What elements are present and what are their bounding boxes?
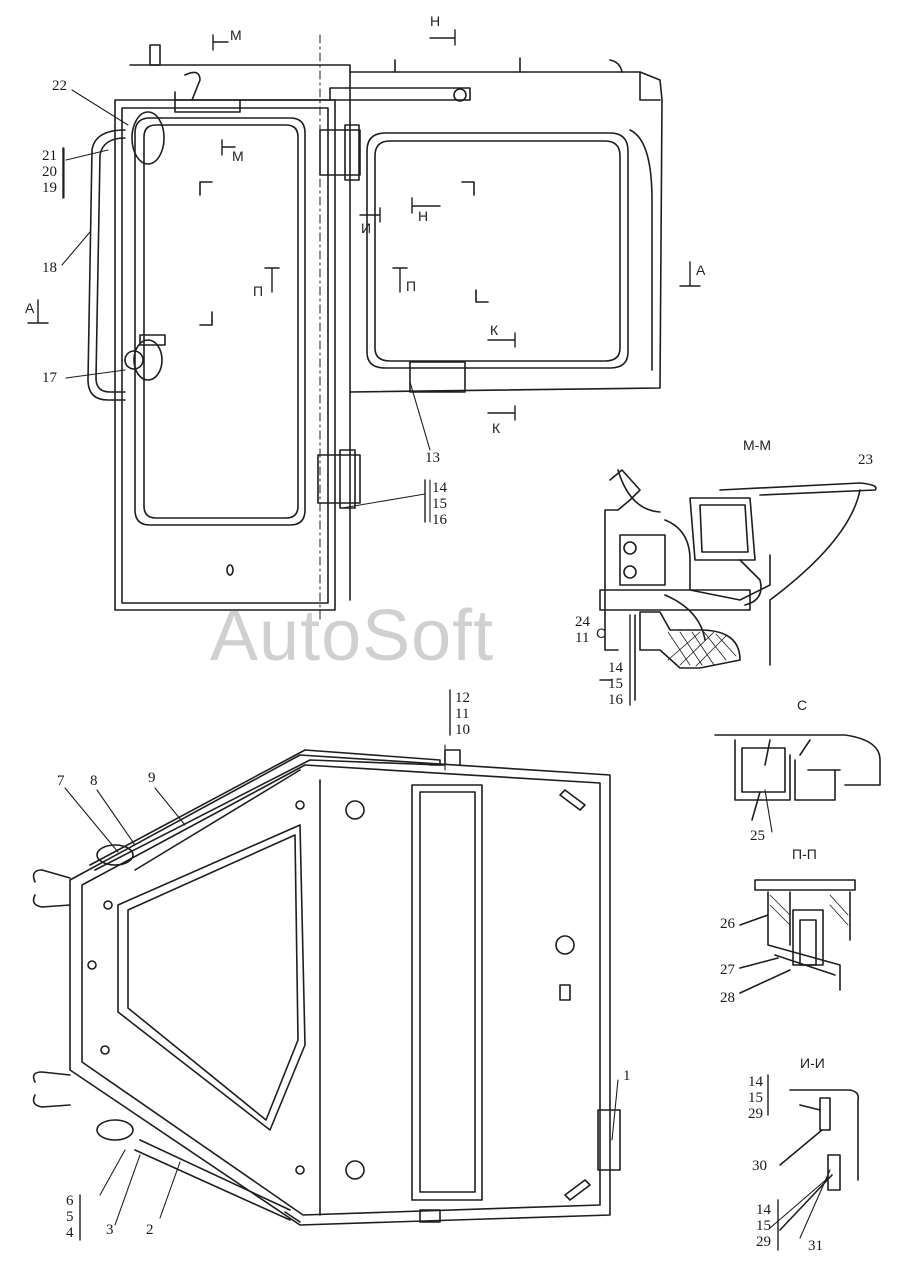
view-marker-n: Н: [418, 208, 429, 224]
callout-6-5-4: 6 5 4: [66, 1193, 74, 1241]
watermark: AutoSoft: [210, 596, 495, 676]
callout-24: 24: [575, 614, 590, 630]
view-marker-c: С: [596, 625, 607, 641]
section-title-c: С: [797, 697, 808, 713]
callout-6: 6: [66, 1193, 74, 1209]
callout-14-15-16: 14 15 16: [432, 480, 447, 528]
section-c: [714, 734, 881, 821]
callout-10: 10: [455, 722, 470, 738]
section-title-pp: П-П: [792, 846, 817, 862]
callout-16: 16: [432, 512, 447, 528]
leaders-lower: [64, 744, 831, 1239]
callout-25: 25: [750, 828, 765, 844]
callout-24-11: 24 11: [575, 614, 590, 646]
view-marker-n-top: Н: [430, 13, 441, 29]
callout-29: 29: [756, 1234, 771, 1250]
callout-31: 31: [808, 1238, 823, 1254]
callout-14: 14: [432, 480, 447, 496]
callout-11: 11: [575, 630, 590, 646]
view-marker-p-right: П: [406, 278, 417, 294]
section-title-mm: М-М: [743, 437, 771, 453]
view-marker-k: К: [490, 322, 499, 338]
view-marker-a-right: А: [696, 262, 706, 278]
callout-7: 7: [57, 773, 65, 789]
callout-14-15-29-bottom: 14 15 29: [756, 1202, 771, 1250]
callout-13: 13: [425, 450, 440, 466]
callout-18: 18: [42, 260, 57, 276]
callout-8: 8: [90, 773, 98, 789]
callout-11: 11: [455, 706, 470, 722]
callout-30: 30: [752, 1158, 767, 1174]
callout-4: 4: [66, 1225, 74, 1241]
callout-28: 28: [720, 990, 735, 1006]
callout-14-15-29-top: 14 15 29: [748, 1074, 763, 1122]
callout-1: 1: [623, 1068, 631, 1084]
callout-5: 5: [66, 1209, 74, 1225]
callout-26: 26: [720, 916, 735, 932]
callout-3: 3: [106, 1222, 114, 1238]
view-marker-k-lower: К: [492, 420, 501, 436]
callout-12-11-10: 12 11 10: [455, 690, 470, 738]
callout-12: 12: [455, 690, 470, 706]
leaders-front: [61, 89, 431, 523]
section-pp: [739, 879, 856, 994]
section-arrows: [27, 29, 701, 421]
section-title-ii: И-И: [800, 1055, 825, 1071]
section-mm: [599, 469, 877, 701]
callout-14: 14: [748, 1074, 763, 1090]
view-marker-m: М: [232, 148, 244, 164]
callout-20: 20: [42, 164, 57, 180]
section-mm-hatch: [667, 631, 737, 667]
callout-16: 16: [608, 692, 623, 708]
callout-21-20-19: 21 20 19: [42, 148, 57, 196]
callout-15: 15: [432, 496, 447, 512]
callout-23: 23: [858, 452, 873, 468]
stack-bars: [62, 147, 779, 1251]
callout-29: 29: [748, 1106, 763, 1122]
cab-front-view: [87, 34, 663, 621]
callout-14: 14: [608, 660, 623, 676]
callout-9: 9: [148, 770, 156, 786]
callout-19: 19: [42, 180, 57, 196]
callout-15: 15: [756, 1218, 771, 1234]
callout-21: 21: [42, 148, 57, 164]
view-marker-p-left: П: [253, 283, 264, 299]
callout-14-15-16-mm: 14 15 16: [608, 660, 623, 708]
callout-15: 15: [608, 676, 623, 692]
view-marker-i: И: [361, 220, 372, 236]
callout-2: 2: [146, 1222, 154, 1238]
section-pp-hatch: [769, 894, 849, 926]
callout-22: 22: [52, 78, 67, 94]
view-marker-a-left: А: [25, 300, 35, 316]
view-marker-m-top: М: [230, 27, 242, 43]
callout-27: 27: [720, 962, 735, 978]
callout-17: 17: [42, 370, 57, 386]
callout-15: 15: [748, 1090, 763, 1106]
callout-14: 14: [756, 1202, 771, 1218]
door-perspective-view: [32, 749, 621, 1226]
